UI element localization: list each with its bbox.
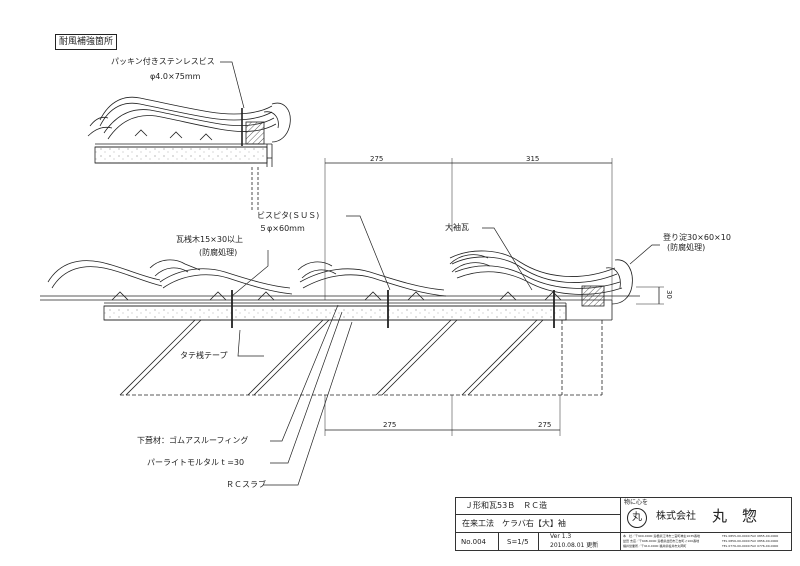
label-packing-screw: パッキン付きステンレスビス — [111, 57, 215, 66]
label-batten: 瓦桟木15×30以上 — [176, 235, 244, 244]
label-underlay: 下葺材：ゴムアスルーフィング — [137, 436, 249, 445]
label-nobori-treat: (防腐処理) — [667, 243, 706, 252]
tb-company-prefix: 株式会社 — [656, 511, 696, 522]
dim-top-right: 315 — [526, 155, 540, 163]
detail-view — [87, 61, 291, 210]
page-title: 耐風補強箇所 — [55, 34, 118, 50]
label-perlite: パーライトモルタル t =30 — [147, 458, 245, 467]
tb-row1: Ｊ形和瓦53Ｂ ＲＣ造 — [465, 501, 548, 510]
main-section — [40, 158, 664, 486]
tb-tel3: TEL 0776-00-0000 FAX 0776-00-0000 — [722, 544, 779, 548]
tb-address3: 福井営業所／〒910-0000 福井県坂井市丸岡町 — [623, 544, 687, 548]
label-tate-tape: タテ桟テープ — [180, 351, 228, 360]
tb-date: 2010.08.01 更新 — [550, 542, 599, 549]
dim-bottom-right: 275 — [538, 421, 552, 429]
tb-company-name: 丸 惣 — [712, 507, 758, 525]
dim-top-left: 275 — [370, 155, 384, 163]
label-bis-pita: ビスピタ(ＳＵＳ) — [257, 211, 320, 220]
company-logo: 丸 — [627, 508, 647, 528]
tb-tel2: TEL 0856-00-0000 FAX 0856-00-0000 — [722, 539, 779, 543]
tb-no: No.004 — [461, 538, 486, 546]
label-otosode: 大袖瓦 — [445, 223, 469, 232]
tb-row2: 在来工法 ケラバ右【大】袖 — [462, 519, 566, 528]
label-rc-slab: ＲＣスラブ — [226, 480, 266, 489]
dim-height: 30 — [665, 290, 673, 299]
dim-bottom-left: 275 — [383, 421, 397, 429]
tb-scale: S=1/5 — [507, 538, 529, 546]
title-block — [455, 497, 792, 551]
tb-motto: 物に心を — [624, 499, 649, 506]
label-bis-pita-size: ５φ×60mm — [259, 224, 305, 233]
label-packing-screw-size: φ4.0×75mm — [150, 72, 201, 81]
tb-tel1: TEL 0855-00-0000 FAX 0855-00-0000 — [722, 534, 779, 538]
label-nobori-yodo: 登り淀30×60×10 — [663, 233, 731, 242]
label-batten-treat: (防腐処理) — [199, 248, 238, 257]
tb-address1: 本 社／〒900-0000 島根県江津市二宮町神主1035番地 — [623, 534, 701, 538]
tb-address2: 益田 支店／〒698-0000 島根県益田市乙吉町イ100番地 — [623, 539, 700, 543]
tb-ver: Ver 1.3 — [550, 533, 572, 540]
